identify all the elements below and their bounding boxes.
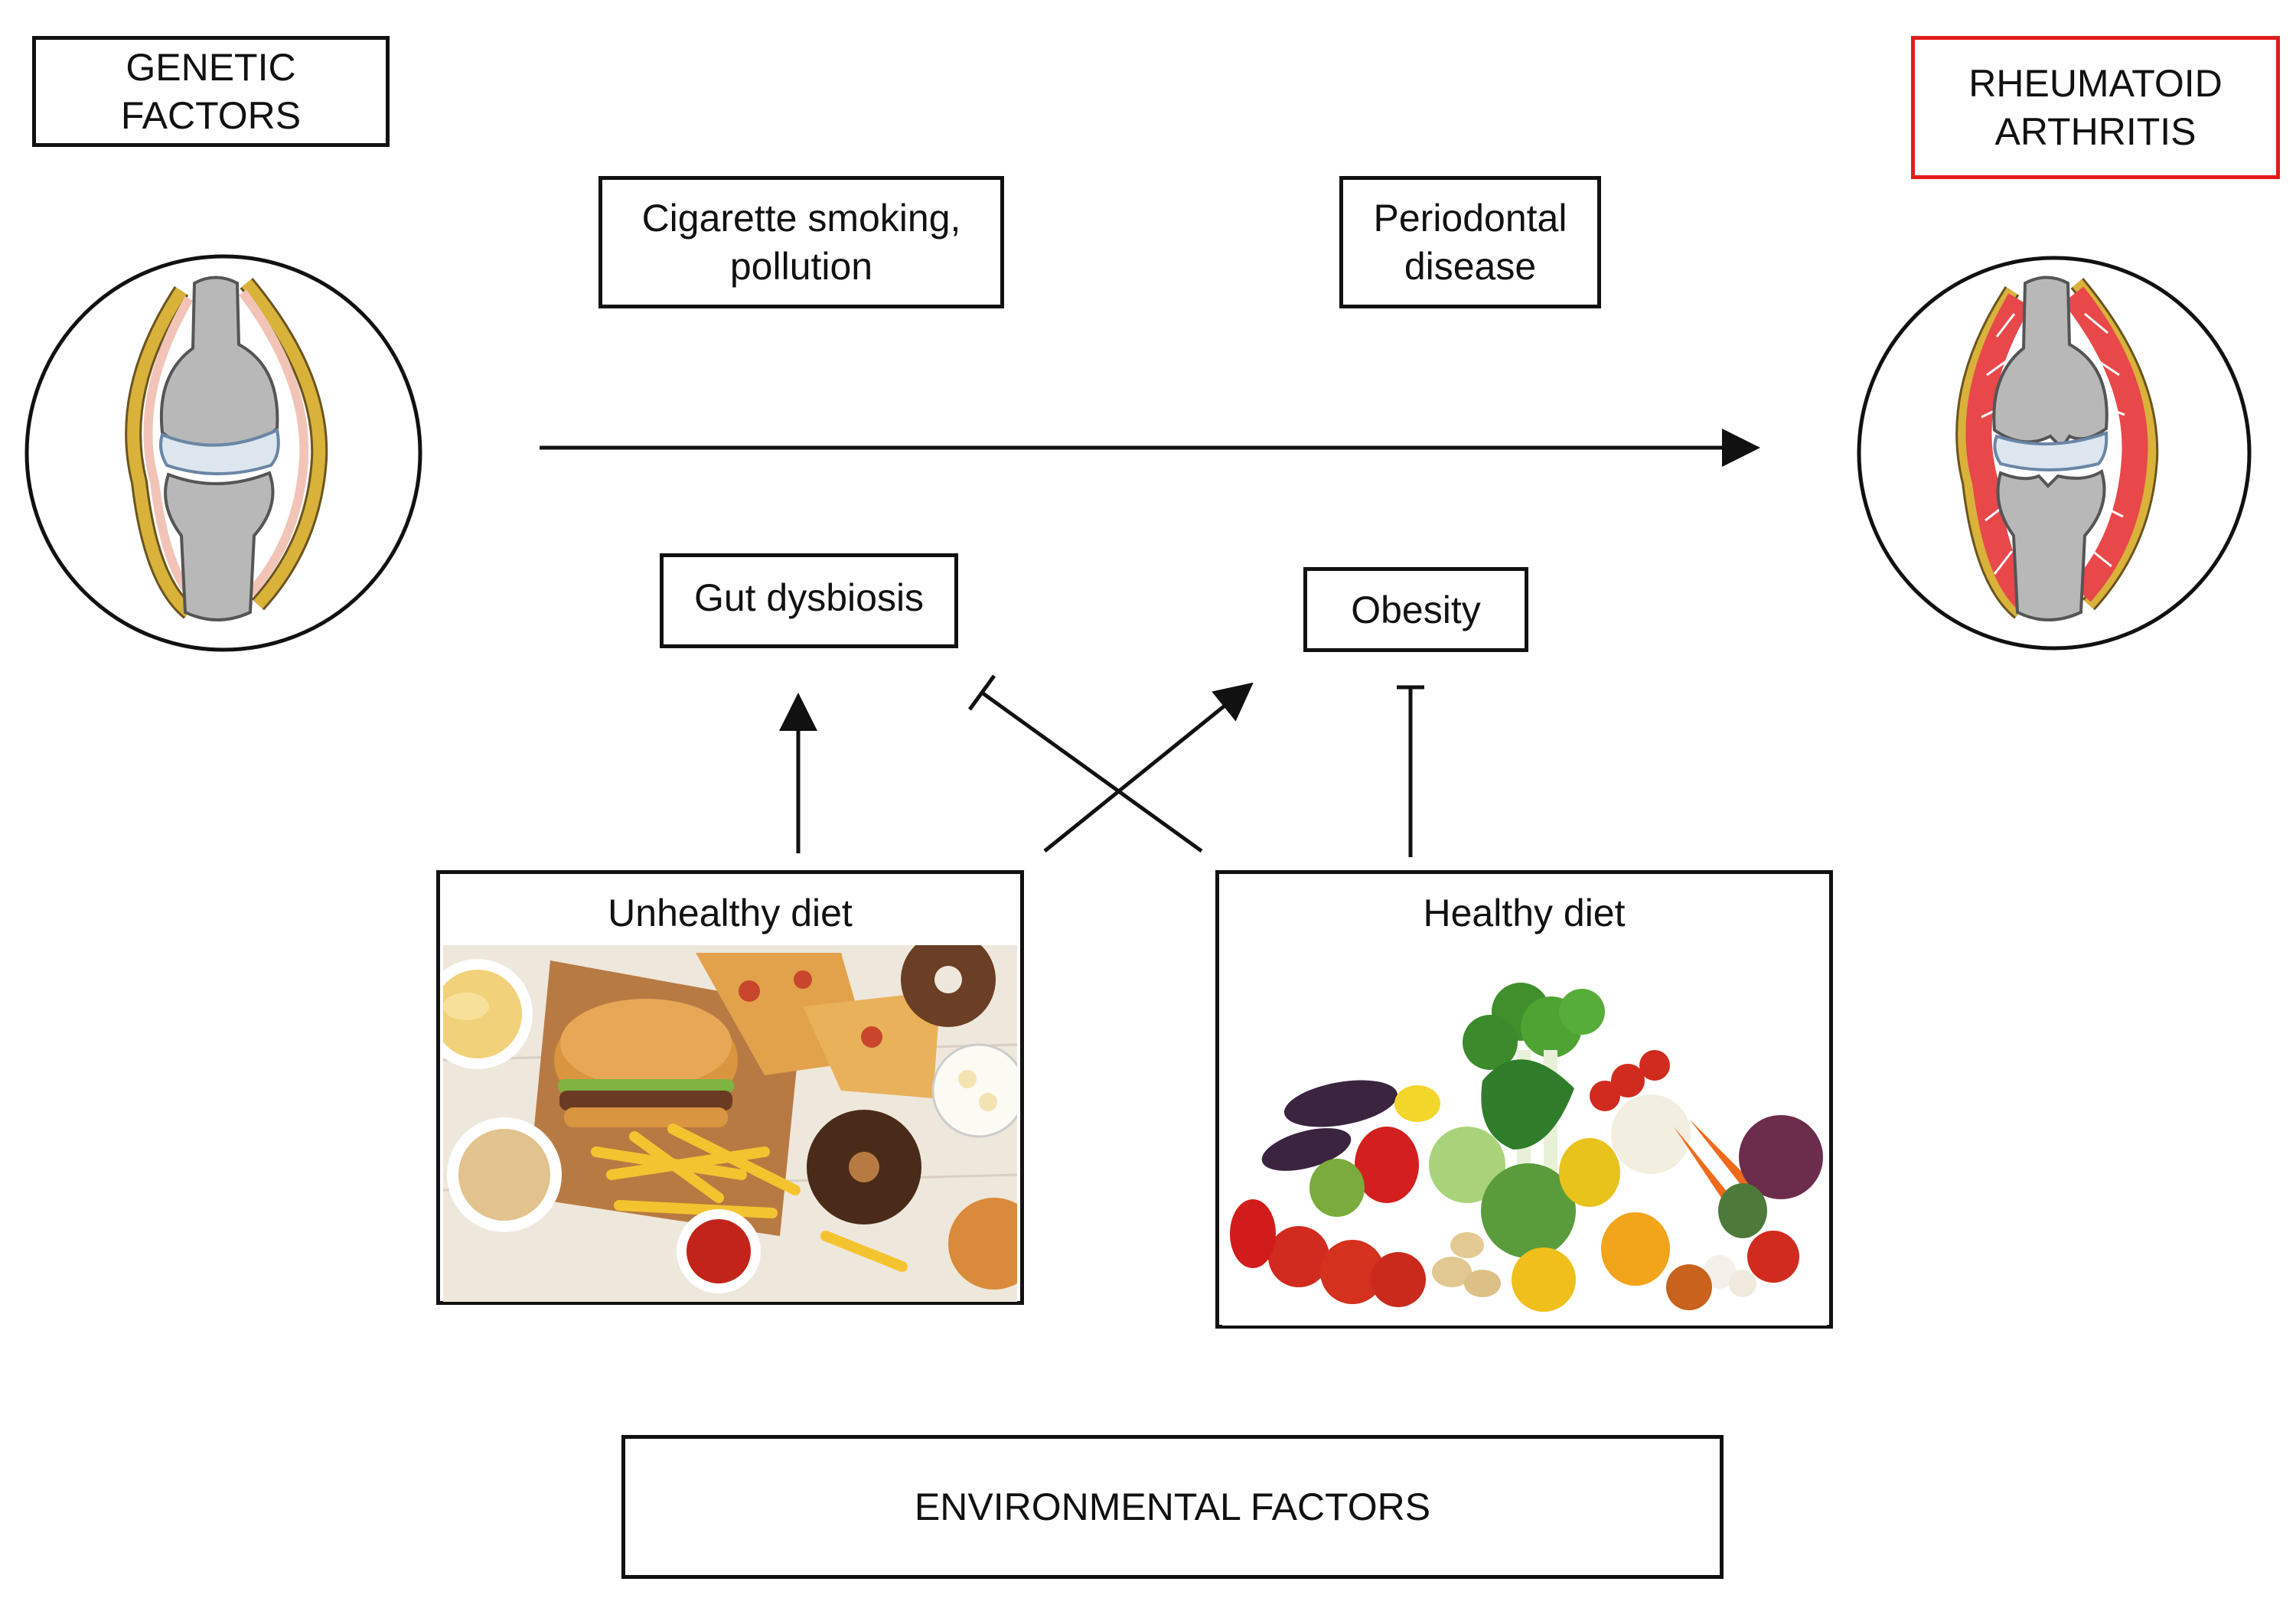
periodontal-disease-label: Periodontal disease — [1373, 197, 1567, 288]
periodontal-disease-box: Periodontal disease — [1339, 176, 1601, 308]
vegetables-image — [1222, 981, 1827, 1326]
environmental-factors-box: ENVIRONMENTAL FACTORS — [621, 1435, 1724, 1579]
unhealthy-diet-panel: Unhealthy diet — [436, 870, 1024, 1305]
healthy-diet-label: Healthy diet — [1423, 892, 1626, 934]
junk-food-image — [443, 945, 1017, 1302]
arthritic-joint-illustration — [1857, 256, 2252, 651]
rheumatoid-arthritis-box: RHEUMATOID ARTHRITIS — [1911, 36, 2280, 179]
obesity-label: Obesity — [1351, 589, 1481, 631]
healthy-diet-panel: Healthy diet — [1215, 870, 1833, 1329]
rheumatoid-arthritis-label: RHEUMATOID ARTHRITIS — [1968, 62, 2223, 153]
smoking-pollution-box: Cigarette smoking, pollution — [598, 176, 1004, 308]
unhealthy-to-obesity-arrow — [1043, 682, 1254, 853]
environmental-factors-label: ENVIRONMENTAL FACTORS — [914, 1485, 1431, 1528]
healthy-inhibits-gut-bar — [967, 674, 996, 711]
smoking-pollution-label: Cigarette smoking, pollution — [641, 197, 961, 288]
genetic-factors-box: GENETIC FACTORS — [32, 36, 390, 147]
obesity-box: Obesity — [1303, 567, 1528, 652]
healthy-inhibits-gut-line — [980, 690, 1203, 853]
healthy-joint-illustration — [24, 254, 422, 652]
gut-dysbiosis-label: Gut dysbiosis — [693, 576, 925, 619]
gut-dysbiosis-box: Gut dysbiosis — [660, 553, 958, 648]
unhealthy-diet-label: Unhealthy diet — [608, 892, 853, 934]
genetic-factors-label: GENETIC FACTORS — [120, 46, 302, 137]
